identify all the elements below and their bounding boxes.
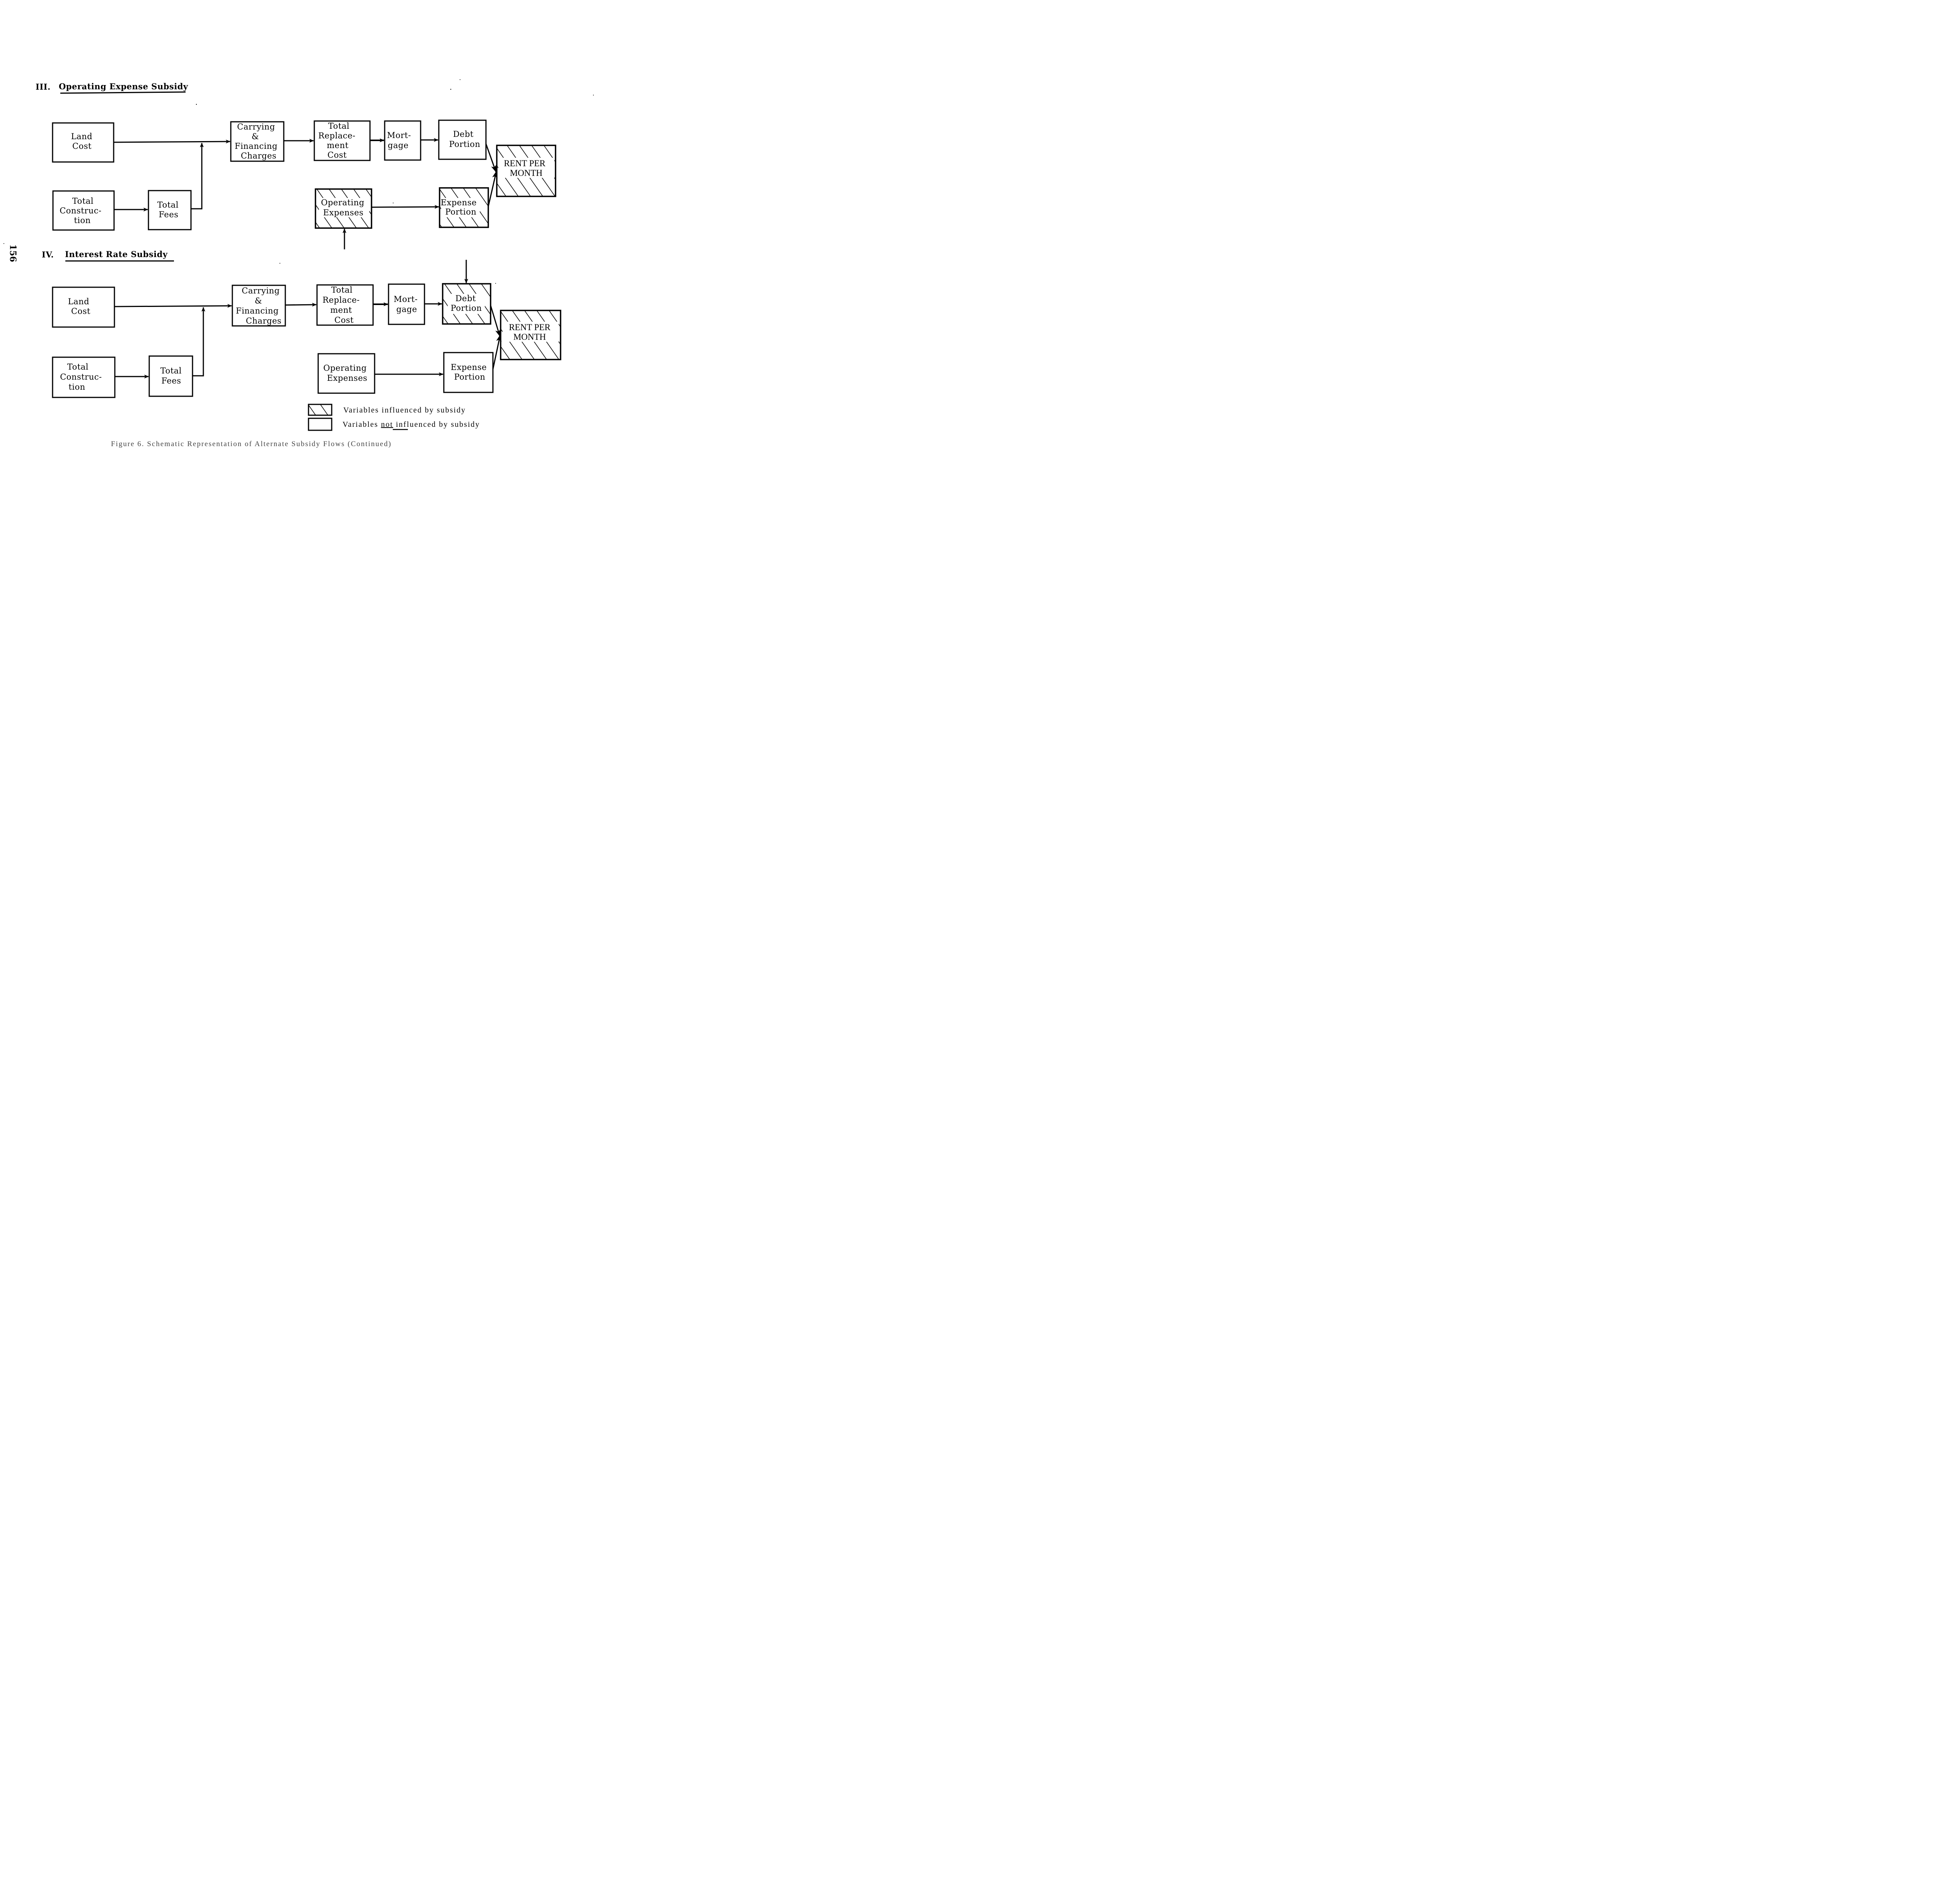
box-total-fees: Total Fees <box>148 190 192 230</box>
box-operating-expenses: Operating Expenses <box>317 353 375 394</box>
box-total-fees: Total Fees <box>148 355 193 397</box>
box-mortgage: Mort- gage <box>384 120 421 161</box>
svg-text:Land Cost: Land Cost <box>68 297 92 316</box>
box-rent-per-month-influenced: RENT PER MONTH <box>500 310 561 360</box>
svg-text:Operating Expenses: Operating Expenses <box>323 363 369 383</box>
svg-text:Expense Portion: Expense Portion <box>451 363 489 382</box>
arrow-expense-to-rent <box>492 334 502 370</box>
box-total-construction: Total Construc- tion <box>52 356 116 398</box>
box-total-construction: Total Construc- tion <box>52 190 115 231</box>
figure-caption: Figure 6. Schematic Representation of Al… <box>111 440 392 448</box>
arrow-fees-to-carrying <box>191 143 204 210</box>
section-iv-title: Interest Rate Subsidy <box>65 249 168 259</box>
svg-text:Debt Portion: Debt Portion <box>451 294 482 313</box>
box-mortgage: Mort- gage <box>388 283 425 325</box>
box-total-replacement-cost: Total Replace- ment Cost <box>316 284 374 326</box>
section-iii-numeral: III. <box>36 82 51 92</box>
arrow-debt-to-rent <box>485 143 497 173</box>
svg-text:Total Fees: Total Fees <box>160 366 184 385</box>
svg-text:Total Fees: Total Fees <box>157 200 181 219</box>
svg-text:RENT PER MONTH: RENT PER MONTH <box>504 159 547 178</box>
arrow-land-to-carrying <box>113 140 230 144</box>
legend: Variables influenced by subsidy Variable… <box>308 404 480 431</box>
legend-plain-swatch <box>308 418 332 431</box>
svg-text:Mort- gage: Mort- gage <box>394 295 420 314</box>
box-expense-portion-influenced: Expense Portion <box>439 187 489 228</box>
svg-text:Carrying & Fin: Carrying & Financing Charges <box>236 286 283 326</box>
section-iii-title-underline <box>60 91 186 94</box>
svg-text:Total Construc-: Total Construc- tion <box>60 362 105 392</box>
arrow-fees-to-carrying <box>193 307 205 377</box>
section-iv-flow-arrows <box>114 260 502 378</box>
section-iii: III. Operating Expense Subsidy Land Cost… <box>36 82 556 249</box>
box-land-cost: Land Cost <box>52 122 114 163</box>
box-debt-portion-influenced: Debt Portion <box>442 283 491 325</box>
section-iii-title: Operating Expense Subsidy <box>59 82 188 91</box>
svg-text:Expense Portion: Expense Portion <box>441 198 479 216</box>
svg-text:Total Replace-: Total Replace- ment Cost <box>322 285 362 325</box>
legend-not-influenced-label: Variables not influenced by subsidy <box>343 420 480 429</box>
box-total-replacement-cost: Total Replace- ment Cost <box>314 120 371 161</box>
section-iv-numeral: IV. <box>42 250 54 259</box>
box-expense-portion: Expense Portion <box>443 352 494 393</box>
legend-item-not-influenced: Variables not influenced by subsidy <box>308 418 480 431</box>
document-page: 156 III. Operating Expense Subsidy Land … <box>0 0 619 476</box>
box-rent-per-month-influenced: RENT PER MONTH <box>496 145 556 197</box>
arrow-debt-to-rent <box>490 305 501 337</box>
arrow-expense-to-rent <box>488 170 498 207</box>
svg-text:Total Construc-: Total Construc- tion <box>60 196 104 225</box>
svg-text:Carrying & Fin: Carrying & Financing Charges <box>235 122 280 160</box>
box-carrying-financing: Carrying & Financing Charges <box>230 121 285 162</box>
box-carrying-financing: Carrying & Financing Charges <box>232 285 286 327</box>
box-land-cost: Land Cost <box>52 286 115 328</box>
section-iii-flow-arrows <box>113 138 498 249</box>
page-number: 156 <box>8 244 18 262</box>
svg-text:Debt Portion: Debt Portion <box>449 130 481 149</box>
legend-hatched-swatch <box>308 404 332 416</box>
arrow-land-to-carrying <box>114 304 232 308</box>
svg-text:Total Replace-: Total Replace- ment Cost <box>318 121 358 160</box>
svg-text:Mort- gage: Mort- gage <box>387 131 414 150</box>
box-debt-portion: Debt Portion <box>438 119 487 160</box>
legend-item-influenced: Variables influenced by subsidy <box>308 404 466 416</box>
subsidy-flow-diagram: 156 III. Operating Expense Subsidy Land … <box>3 79 594 448</box>
section-iv: IV. Interest Rate Subsidy Land Cost Tota… <box>42 249 561 398</box>
svg-text:Operating Expenses: Operating Expenses <box>321 198 367 217</box>
svg-text:Land Cost: Land Cost <box>71 132 95 151</box>
legend-influenced-label: Variables influenced by subsidy <box>343 406 466 414</box>
svg-text:RENT PER MONTH: RENT PER MONTH <box>509 322 552 342</box>
scan-specks <box>3 79 594 284</box>
box-operating-expenses-influenced: Operating Expenses <box>315 188 372 229</box>
